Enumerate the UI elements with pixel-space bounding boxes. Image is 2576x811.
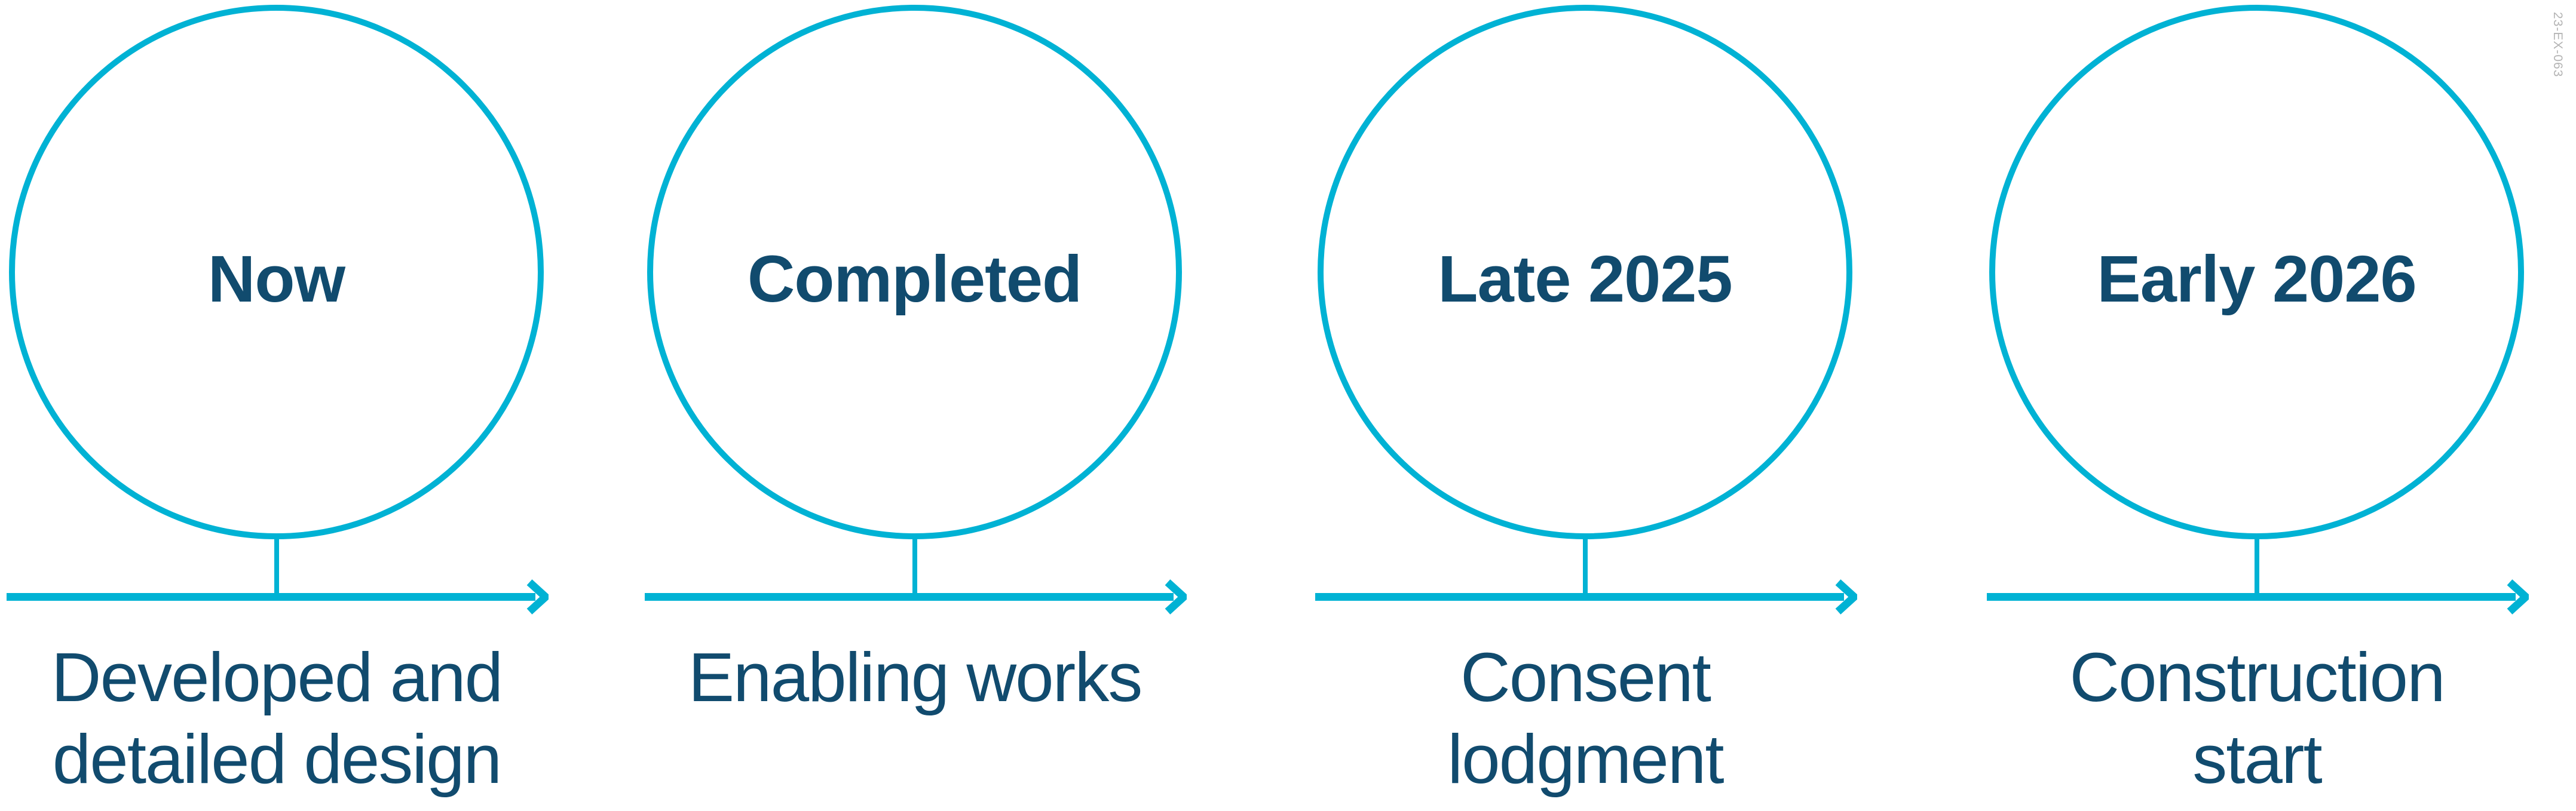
milestone-label: Early 2026 [2097, 242, 2416, 316]
milestone-caption: Developed and detailed design [51, 638, 503, 798]
timeline-connector [1987, 534, 2529, 615]
milestone-late-2025: Late 2025 Consent lodgment [1313, 0, 1857, 811]
milestone-label: Completed [747, 242, 1082, 316]
timeline-connector [1315, 534, 1857, 615]
reference-code: 23-EX-063 [2551, 12, 2565, 78]
milestone-circle: Completed [647, 5, 1182, 539]
milestone-circle: Now [9, 5, 544, 539]
arrow-right-icon [526, 579, 549, 615]
milestone-circle: Early 2026 [1989, 5, 2524, 539]
milestone-caption: Consent lodgment [1447, 638, 1724, 798]
milestone-caption: Enabling works [688, 638, 1143, 716]
arrow-right-icon [2507, 579, 2529, 615]
milestone-caption: Construction start [2069, 638, 2445, 798]
timeline-connector [7, 534, 549, 615]
milestone-circle: Late 2025 [1318, 5, 1852, 539]
arrow-right-icon [1835, 579, 1857, 615]
timeline-connector [645, 534, 1187, 615]
milestone-now: Now Developed and detailed design [5, 0, 549, 811]
milestone-label: Now [207, 242, 345, 316]
milestone-label: Late 2025 [1438, 242, 1732, 316]
arrow-right-icon [1165, 579, 1187, 615]
milestone-early-2026: Early 2026 Construction start [1985, 0, 2529, 811]
milestone-completed: Completed Enabling works [643, 0, 1187, 811]
